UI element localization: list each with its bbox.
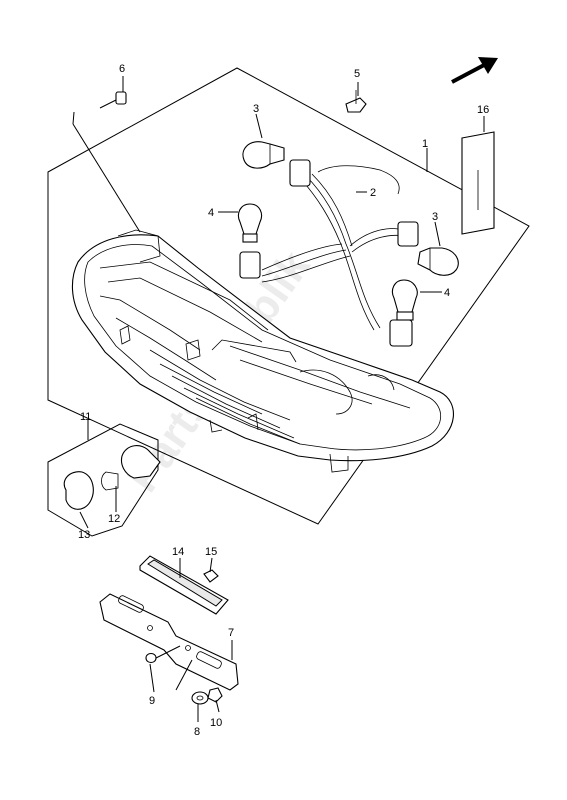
sub-assembly-boundary bbox=[47, 423, 159, 537]
callout-4a: 4 bbox=[208, 207, 214, 219]
leader-lines bbox=[72, 76, 485, 722]
front-direction-arrow-icon bbox=[451, 57, 498, 84]
nut-part-15 bbox=[203, 569, 219, 583]
bulb-3-right bbox=[417, 247, 459, 276]
bulb-4-right bbox=[391, 279, 418, 321]
callout-5: 5 bbox=[354, 68, 360, 80]
bulb-3-top bbox=[242, 141, 285, 169]
callout-3b: 3 bbox=[432, 211, 438, 223]
callout-2: 2 bbox=[370, 187, 376, 199]
callout-10: 10 bbox=[210, 717, 222, 729]
callouts: 1 2 3 3 4 4 5 6 7 8 9 10 11 12 13 14 15 … bbox=[78, 63, 489, 738]
lens-13 bbox=[63, 471, 94, 510]
callout-11: 11 bbox=[80, 411, 91, 423]
callout-16: 16 bbox=[477, 104, 489, 116]
callout-1: 1 bbox=[422, 138, 428, 150]
assembly-boundary bbox=[47, 67, 530, 525]
callout-15: 15 bbox=[205, 546, 217, 558]
pad-part-16 bbox=[461, 131, 495, 235]
callout-9: 9 bbox=[149, 695, 155, 707]
screw-part-6 bbox=[99, 91, 127, 109]
callout-8: 8 bbox=[194, 726, 200, 738]
reflector-part-14 bbox=[139, 555, 229, 615]
callout-6: 6 bbox=[119, 63, 125, 75]
callout-13: 13 bbox=[78, 529, 90, 541]
callout-14: 14 bbox=[172, 546, 184, 558]
tail-lamp-housing bbox=[71, 229, 454, 473]
wiring-harness bbox=[239, 159, 419, 347]
callout-3a: 3 bbox=[253, 103, 259, 115]
screw-part-9 bbox=[145, 645, 181, 664]
nut-part-10 bbox=[207, 687, 223, 703]
callout-4b: 4 bbox=[444, 287, 450, 299]
clip-part-5 bbox=[345, 90, 367, 113]
washer-part-8 bbox=[191, 691, 209, 705]
callout-7: 7 bbox=[228, 627, 234, 639]
bulb-4-left bbox=[237, 203, 263, 243]
bracket-part-7 bbox=[99, 593, 239, 691]
callout-12: 12 bbox=[108, 513, 120, 525]
